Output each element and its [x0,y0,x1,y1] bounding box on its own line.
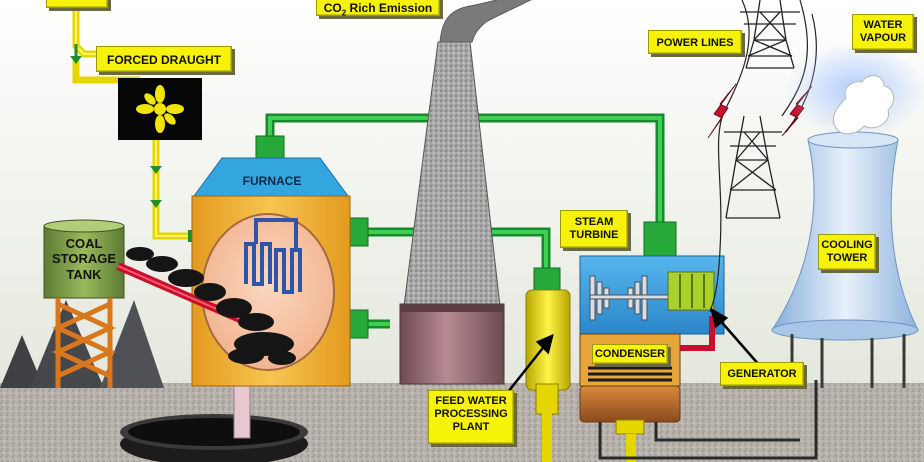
cooling-tower-line2: TOWER [826,251,868,264]
power-lines-text: POWER LINES [656,37,734,49]
top-left-tag [46,0,108,8]
forced-draught-text: FORCED DRAUGHT [107,53,221,67]
co2-subscript: 2 [341,8,347,18]
cooling-tower-label: COOLING TOWER [818,234,876,270]
forced-draught-fan [118,78,202,140]
coal-pile-icon [126,247,296,365]
coal-storage-line1: COAL [65,236,103,251]
transmission-tower-icon [740,0,800,69]
generator-label: GENERATOR [720,362,804,386]
coal-storage-line3: TANK [66,266,102,282]
co2-emission-label: CO2 Rich Emission [316,0,440,18]
steam-turbine-line1: STEAM [574,216,614,228]
steam-turbine-label: STEAM TURBINE [560,210,628,248]
generator-text: GENERATOR [727,368,797,380]
cloud-icon [832,75,894,135]
coal-storage-tank-label: COAL STORAGE TANK [44,236,124,282]
cooling-water-lines [598,380,818,460]
co2-text: CO [323,1,342,15]
coal-storage-tank [43,219,125,388]
cooling-tower-line1: COOLING [821,239,873,251]
condenser-text: CONDENSER [594,348,666,360]
furnace-label: FURNACE [232,174,312,188]
feed-water-line3: PLANT [452,420,490,433]
pointer-arrows [507,307,761,393]
steam-turbine-line2: TURBINE [569,228,619,241]
water-vapour-line2: VAPOUR [859,31,907,44]
feed-water-label: FEED WATER PROCESSING PLANT [428,390,514,444]
coal-storage-line2: STORAGE [51,251,117,267]
water-vapour-label: WATER VAPOUR [852,14,914,50]
transmission-tower-icon [724,115,782,219]
water-vapour-line1: WATER [863,19,903,31]
feed-water-line2: PROCESSING [434,407,508,420]
power-lines-label: POWER LINES [648,30,742,54]
chimney [399,0,532,385]
condenser-label: CONDENSER [592,344,668,364]
feed-water-line1: FEED WATER [435,395,507,407]
forced-draught-label: FORCED DRAUGHT [96,46,232,72]
coal-pit [120,414,308,462]
fan-icon [136,85,184,133]
furnace-text: FURNACE [242,174,302,188]
co2-rest-text: Rich Emission [346,1,433,15]
